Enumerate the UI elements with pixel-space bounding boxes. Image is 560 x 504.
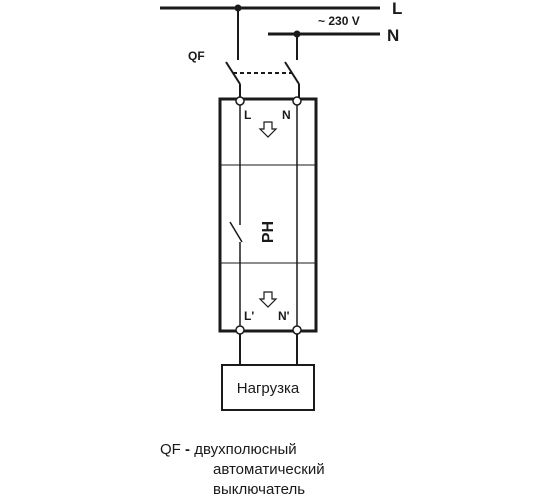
relay-l-contact xyxy=(229,221,243,243)
neutral-line-label: N xyxy=(387,26,399,45)
legend-line-3: выключатель xyxy=(213,481,306,498)
legend-dash: - xyxy=(185,441,191,458)
relay-name: РН xyxy=(260,221,277,243)
relay-outline xyxy=(218,97,318,333)
output-arrow-icon xyxy=(258,291,278,308)
phase-line-label: L xyxy=(392,0,402,18)
legend-key: QF xyxy=(160,441,181,458)
load-label: Нагрузка xyxy=(237,380,300,397)
breaker-label: QF xyxy=(188,49,205,63)
breaker-qf xyxy=(225,61,300,99)
input-arrow-icon xyxy=(258,121,278,138)
legend-line-1: двухполюсный xyxy=(194,441,297,458)
voltage-label: ~ 230 V xyxy=(318,14,360,28)
relay-input-n-label: N xyxy=(282,108,291,122)
terminal-out-l xyxy=(235,325,245,335)
relay-output-l-label: L' xyxy=(244,309,254,323)
terminal-in-n xyxy=(292,96,302,106)
supply-lines xyxy=(160,6,380,36)
legend: QF - двухполюсный автоматический выключа… xyxy=(160,440,325,500)
relay-input-l-label: L xyxy=(244,108,251,122)
relay-body xyxy=(218,97,318,333)
load-box xyxy=(221,364,315,411)
relay-output-n-label: N' xyxy=(278,309,290,323)
terminal-in-l xyxy=(235,96,245,106)
terminal-out-n xyxy=(292,325,302,335)
legend-line-2: автоматический xyxy=(213,461,325,478)
legend-row-1: QF - двухполюсный xyxy=(160,440,325,460)
